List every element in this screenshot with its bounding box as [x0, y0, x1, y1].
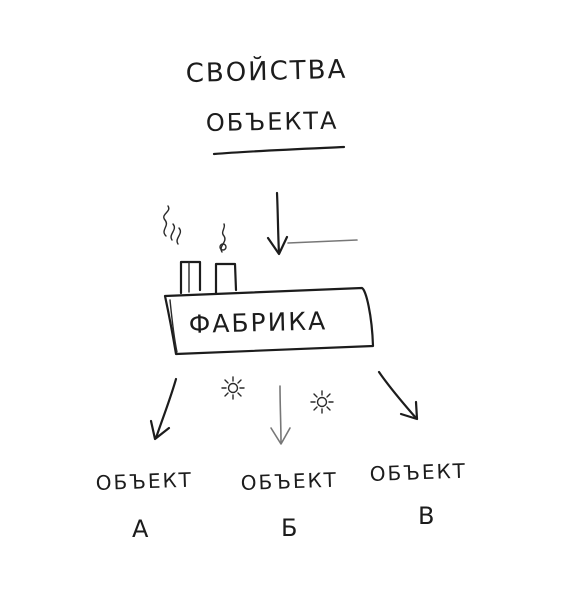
factory-box: [163, 286, 375, 356]
output-a-letter: А: [132, 515, 150, 543]
output-b-word: ОБЪЕКТ: [240, 468, 338, 495]
output-arrow-a: [149, 377, 178, 441]
smoke-right: [219, 223, 227, 253]
title-underline: [212, 145, 346, 156]
title-line-2: ОБЪЕКТА: [206, 107, 339, 137]
title-line-1: СВОЙСТВА: [185, 53, 347, 89]
output-b-letter: Б: [281, 514, 299, 542]
output-c-word: ОБЪЕКТ: [369, 459, 467, 486]
faint-marks: [287, 239, 358, 244]
output-arrow-b: [270, 385, 291, 445]
input-arrow: [266, 191, 289, 256]
factory-label: ФАБРИКА: [188, 306, 327, 339]
output-c-letter: В: [418, 502, 436, 530]
output-arrow-c: [377, 370, 419, 421]
sparkle-right: [310, 390, 334, 414]
sparkle-left: [221, 376, 245, 400]
smoke-left: [163, 205, 182, 245]
chimney-left: [179, 260, 202, 295]
chimney-right: [214, 262, 238, 295]
output-a-word: ОБЪЕКТ: [95, 468, 193, 495]
factory-box-sketch-line: [169, 299, 178, 353]
